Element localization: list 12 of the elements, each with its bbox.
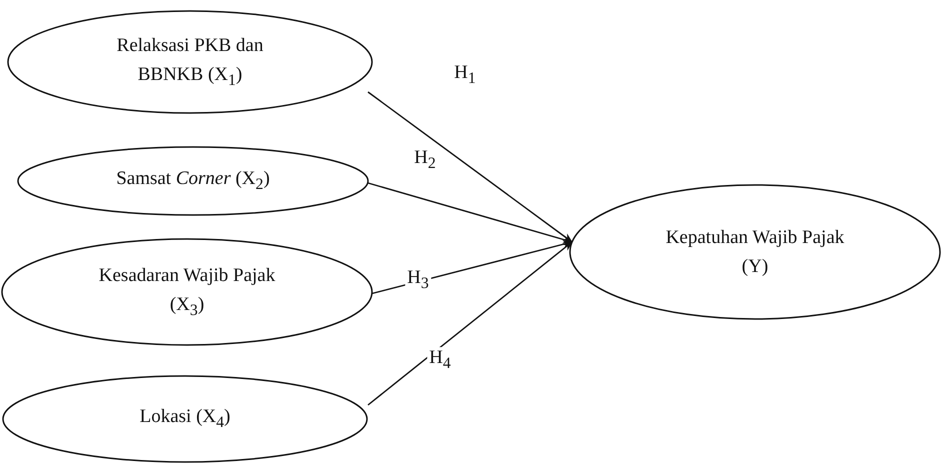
arrow [368, 91, 573, 243]
variable-label: Kepatuhan Wajib Pajak (Y) [664, 226, 846, 279]
arrow [368, 241, 573, 406]
variable-label: Relaksasi PKB dan BBNKB (X$_{1}$) [116, 34, 264, 91]
variable-label: Lokasi (X$_{4}$) [140, 405, 230, 434]
variable-ellipse [1, 238, 373, 346]
variable-label: Samsat Corner (X$_{2}$) [116, 167, 270, 196]
variable-ellipse [569, 184, 941, 320]
variable-label: Kesadaran Wajib Pajak (X$_{3}$) [98, 264, 276, 321]
variable-ellipse [7, 10, 373, 114]
variable-ellipse [2, 375, 368, 463]
variable-ellipse [17, 146, 369, 216]
